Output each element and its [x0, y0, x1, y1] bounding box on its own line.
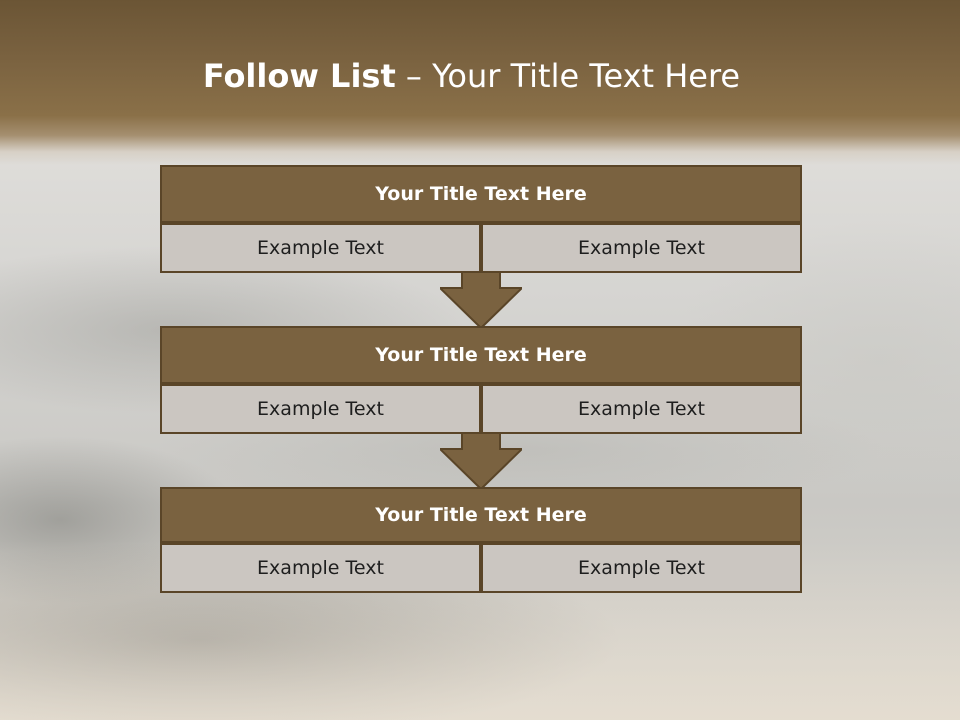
slide-title: Follow List – Your Title Text Here [0, 56, 943, 96]
block-cell-right: Example Text [481, 223, 802, 273]
list-block-2: Your Title Text Here Example Text Exampl… [160, 326, 802, 434]
block-title: Your Title Text Here [160, 487, 802, 543]
block-cell-left: Example Text [160, 384, 481, 434]
down-arrow-icon [440, 272, 522, 328]
slide-title-bold: Follow List [202, 57, 396, 95]
list-block-3: Your Title Text Here Example Text Exampl… [160, 487, 802, 593]
title-band [0, 0, 960, 165]
block-title: Your Title Text Here [160, 165, 802, 223]
slide-title-rest: – Your Title Text Here [395, 57, 741, 95]
block-cell-right: Example Text [481, 384, 802, 434]
down-arrow-icon [440, 433, 522, 489]
block-cell-left: Example Text [160, 223, 481, 273]
block-title: Your Title Text Here [160, 326, 802, 384]
list-block-1: Your Title Text Here Example Text Exampl… [160, 165, 802, 273]
block-cell-right: Example Text [481, 543, 802, 593]
block-cell-left: Example Text [160, 543, 481, 593]
